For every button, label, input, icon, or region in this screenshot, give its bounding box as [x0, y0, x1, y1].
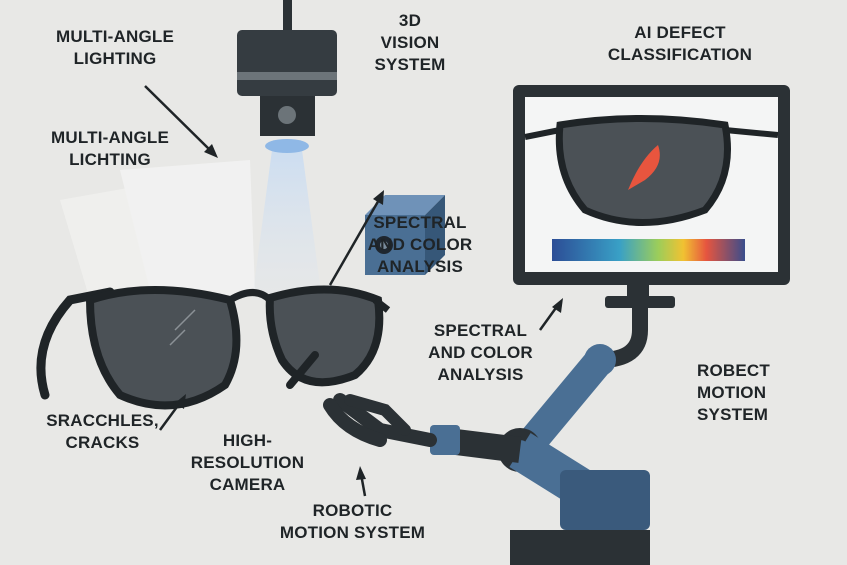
- label-line: ROBECT: [697, 361, 770, 380]
- monitor: [513, 85, 790, 308]
- label-ai-defect-classification: AI DEFECT CLASSIFICATION: [590, 22, 770, 66]
- label-line: AND COLOR: [428, 343, 533, 362]
- high-resolution-camera: [237, 0, 337, 300]
- label-line: CLASSIFICATION: [607, 45, 753, 64]
- label-spectral-color-analysis-center: SPECTRAL AND COLOR ANALYSIS: [360, 212, 480, 278]
- label-line: 3D: [398, 11, 422, 30]
- defect-mark: [628, 145, 660, 190]
- arrows: [144, 85, 563, 497]
- label-line: SYSTEM: [697, 405, 769, 424]
- label-line: SRACCHLES,: [46, 411, 159, 430]
- label-line: LIGHTING: [73, 49, 157, 68]
- 3d-vision-box: [365, 195, 445, 275]
- label-line: MOTION SYSTEM: [279, 523, 426, 542]
- label-multi-angle-lighting-top: MULTI-ANGLE LIGHTING: [40, 26, 190, 70]
- robot-arm: [323, 308, 650, 565]
- label-line: HIGH-: [222, 431, 273, 450]
- label-line: ANALYSIS: [377, 257, 463, 276]
- label-line: AND COLOR: [367, 235, 473, 254]
- label-line: MOTION: [697, 383, 767, 402]
- label-3d-vision-system: 3D VISION SYSTEM: [355, 10, 465, 76]
- light-rays: [60, 160, 255, 300]
- sunglasses: [36, 285, 391, 410]
- label-line: VISION: [380, 33, 440, 52]
- label-robect-motion-system: ROBECT MOTION SYSTEM: [697, 360, 817, 426]
- label-robotic-motion-system: ROBOTIC MOTION SYSTEM: [270, 500, 435, 544]
- label-line: LICHTING: [69, 150, 151, 169]
- label-line: AI DEFECT: [634, 23, 726, 42]
- label-line: SPECTRAL: [373, 213, 467, 232]
- label-line: CAMERA: [209, 475, 286, 494]
- label-line: SYSTEM: [374, 55, 446, 74]
- label-line: MULTI-ANGLE: [50, 128, 170, 147]
- label-line: CRACKS: [65, 433, 140, 452]
- label-line: RESOLUTION: [190, 453, 305, 472]
- label-line: ROBOTIC: [312, 501, 393, 520]
- label-line: SPECTRAL: [433, 321, 528, 340]
- label-spectral-color-analysis-right: SPECTRAL AND COLOR ANALYSIS: [418, 320, 543, 386]
- label-high-resolution-camera: HIGH- RESOLUTION CAMERA: [185, 430, 310, 496]
- label-line: ANALYSIS: [437, 365, 524, 384]
- label-line: MULTI-ANGLE: [55, 27, 175, 46]
- spectrum-bar: [552, 239, 745, 261]
- label-multi-angle-lighting-mid: MULTI-ANGLE LICHTING: [35, 127, 185, 171]
- label-scratches-cracks: SRACCHLES, CRACKS: [40, 410, 165, 454]
